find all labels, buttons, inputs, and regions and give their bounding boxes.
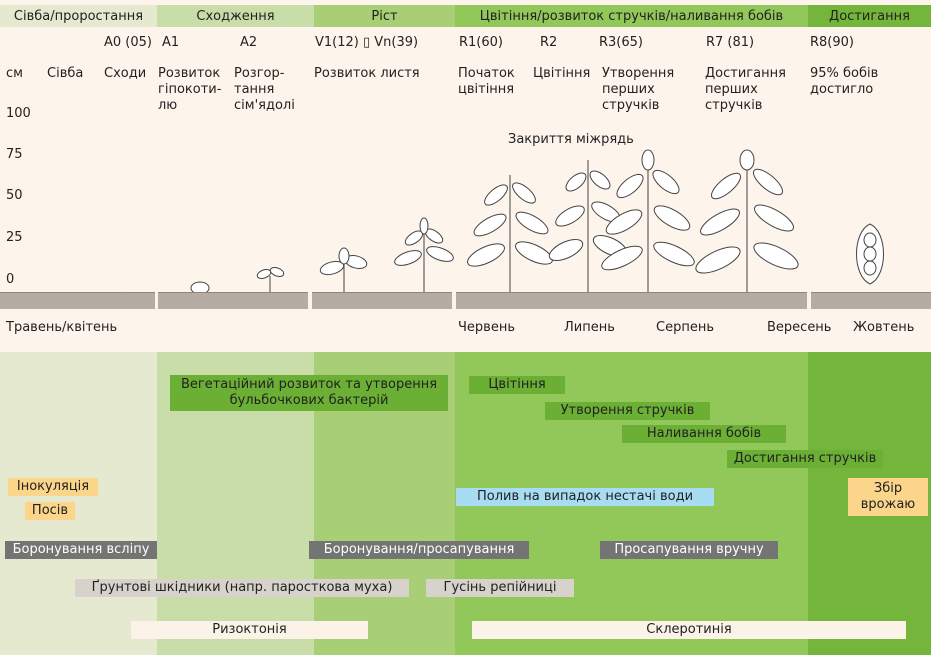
bar-irrigation: Полив на випадок нестачі води	[456, 488, 714, 506]
bar-sowing: Посів	[25, 502, 75, 520]
month-august: Серпень	[656, 320, 714, 335]
desc-leaf: Розвиток листя	[314, 66, 420, 81]
pod-illustration	[848, 222, 892, 290]
unit-label: см	[6, 66, 23, 81]
ground-strip-3	[312, 292, 452, 309]
bar-soil-pests: Ґрунтові шкідники (напр. паросткова муха…	[75, 579, 409, 597]
desc-pod-mature: Достигання перших стручків	[705, 66, 786, 113]
code-r8: R8(90)	[810, 35, 854, 50]
month-october: Жовтень	[853, 320, 915, 335]
code-r7: R7 (81)	[706, 35, 755, 50]
cotyledon-illustration	[256, 262, 286, 298]
stage-growth: Ріст	[314, 5, 455, 27]
seedling-illustration	[318, 246, 368, 298]
month-september: Вересень	[767, 320, 832, 335]
lower-col-sowing	[0, 352, 157, 655]
desc-mature95: 95% бобів достигло	[810, 66, 879, 97]
y-tick-50: 50	[6, 188, 23, 203]
bar-rhizoctonia: Ризоктонія	[131, 621, 368, 639]
stage-sowing: Сівба/проростання	[0, 5, 157, 27]
bar-caterpillar: Гусінь репійниці	[426, 579, 574, 597]
stage-flowering: Цвітіння/розвиток стручків/наливання боб…	[455, 5, 808, 27]
y-tick-75: 75	[6, 147, 23, 162]
young-plant-illustration	[392, 217, 456, 298]
desc-emergence: Сходи	[104, 66, 147, 81]
flowering-plant-illustration	[462, 165, 558, 299]
canopy-closure-label: Закриття міжрядь	[508, 132, 634, 147]
ground-strip-4	[456, 292, 807, 309]
ripening-plant-illustration	[692, 148, 802, 302]
desc-hypocotyl: Розвиток гіпокоти- лю	[158, 66, 222, 113]
desc-flower-start: Початок цвітіння	[458, 66, 515, 97]
code-r3: R3(65)	[599, 35, 643, 50]
y-tick-100: 100	[6, 106, 31, 121]
y-tick-0: 0	[6, 272, 15, 287]
code-a2: A2	[240, 35, 258, 50]
desc-flowering: Цвітіння	[533, 66, 591, 81]
flowering-plant-illustration-2	[548, 150, 628, 299]
podding-plant-illustration	[598, 148, 698, 300]
bar-blind-harrowing: Боронування всліпу	[5, 541, 157, 559]
desc-pod-form: Утворення перших стручків	[602, 66, 675, 113]
bar-sclerotinia: Склеротинія	[472, 621, 906, 639]
bar-harvest: Збір врожаю	[848, 478, 928, 516]
code-a0: A0 (05)	[104, 35, 152, 50]
code-a1: A1	[162, 35, 180, 50]
desc-cotyledon: Розгор- тання сім'ядолі	[234, 66, 295, 113]
stage-maturity: Достигання	[808, 5, 931, 27]
bar-harrowing-weeding: Боронування/просапування	[309, 541, 529, 559]
bar-bean-filling: Наливання бобів	[622, 425, 786, 443]
bar-flowering: Цвітіння	[469, 376, 565, 394]
code-r2: R2	[540, 35, 558, 50]
bar-hand-weeding: Просапування вручну	[600, 541, 778, 559]
month-june: Червень	[458, 320, 515, 335]
bar-pod-ripening: Достигання стручків	[727, 450, 883, 468]
code-r1: R1(60)	[459, 35, 503, 50]
ground-strip-2	[158, 292, 308, 309]
month-july: Липень	[564, 320, 615, 335]
month-may-apr: Травень/квітень	[6, 320, 118, 335]
ground-strip-1	[0, 292, 155, 309]
bar-vegetative-development: Вегетаційний розвиток та утворення бульб…	[170, 375, 448, 411]
bar-pod-formation: Утворення стручків	[545, 402, 710, 420]
stage-emergence: Сходження	[157, 5, 314, 27]
ground-strip-5	[811, 292, 931, 309]
bar-inoculation: Інокуляція	[8, 478, 98, 496]
code-v: V1(12) ▯ Vn(39)	[315, 35, 419, 50]
desc-sowing: Сівба	[47, 66, 84, 81]
y-tick-25: 25	[6, 230, 23, 245]
